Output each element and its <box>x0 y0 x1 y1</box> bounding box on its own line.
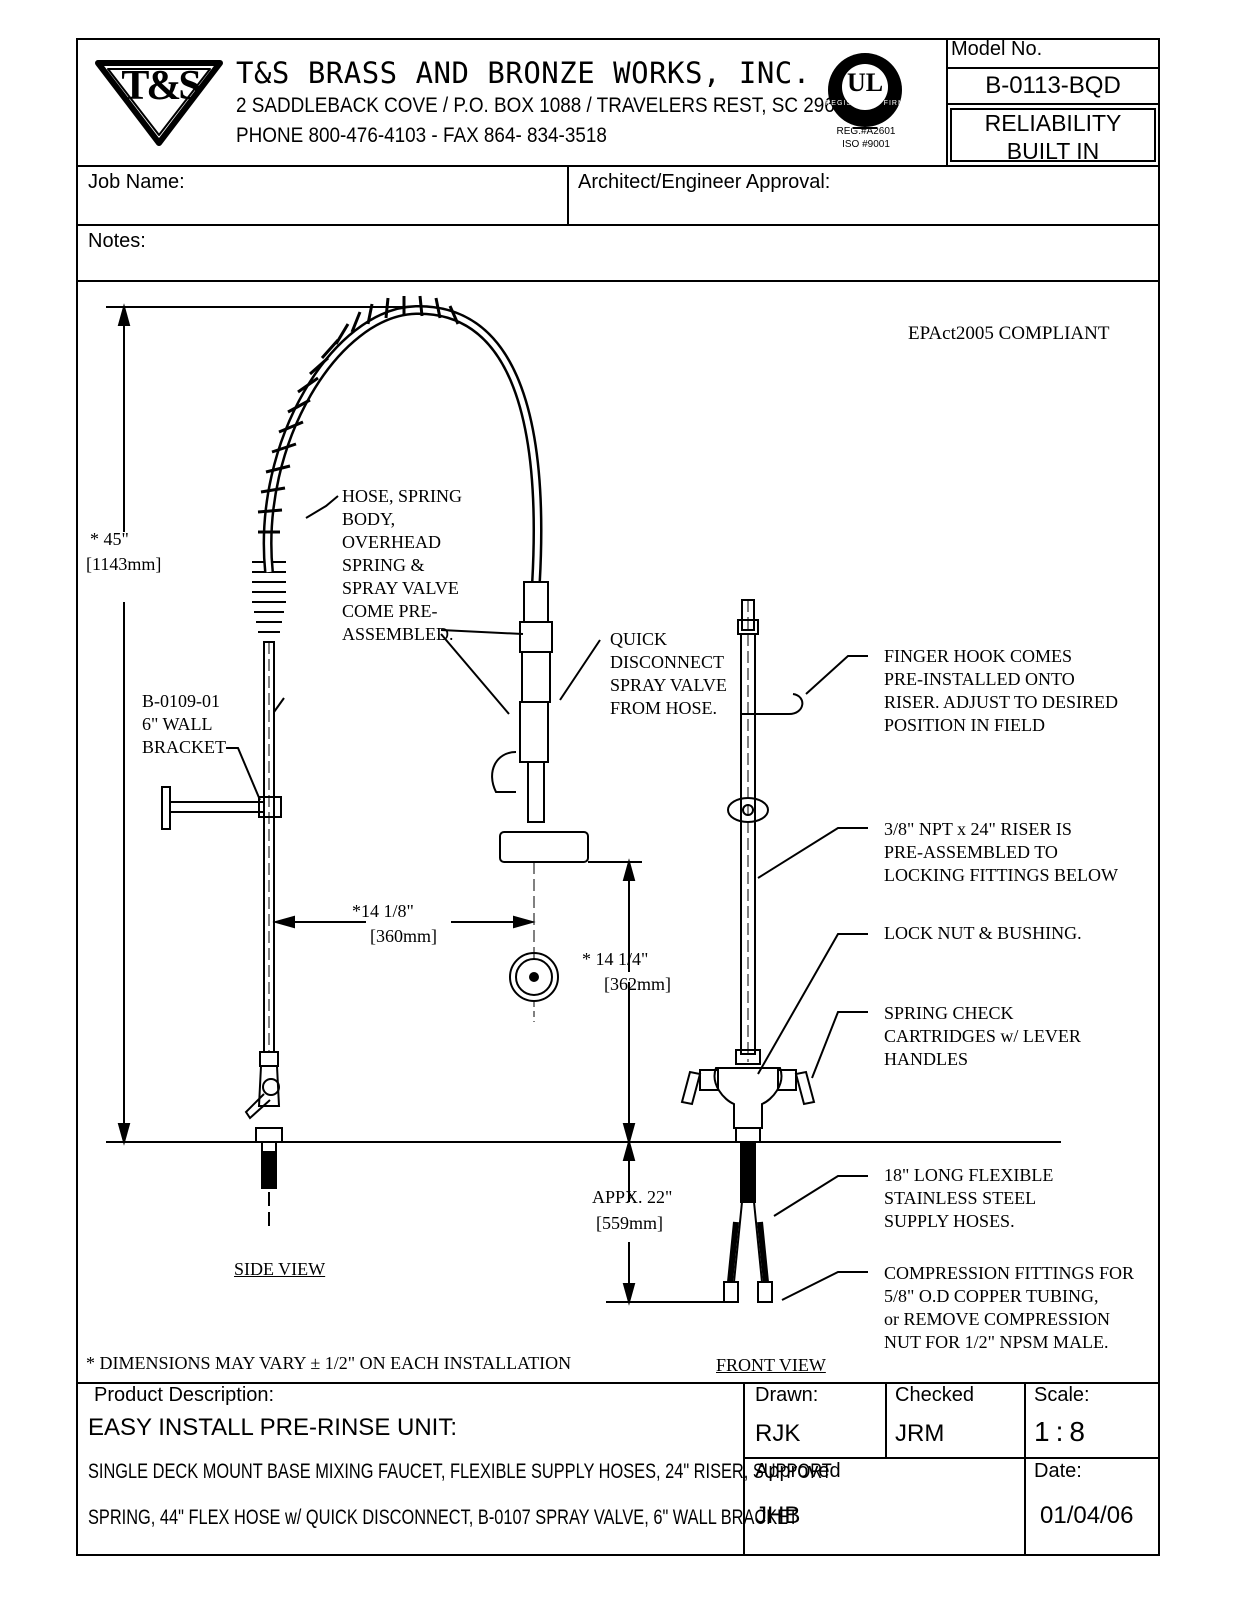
front-view-label: FRONT VIEW <box>716 1355 826 1375</box>
slogan-line2: BUILT IN <box>1006 138 1100 164</box>
compliance-text: EPAct2005 COMPLIANT <box>908 323 1110 344</box>
approved-label: Approved <box>755 1460 841 1482</box>
company-name: T&S BRASS AND BRONZE WORKS, INC. <box>236 56 811 90</box>
slogan-box <box>950 108 1156 162</box>
product-title: EASY INSTALL PRE-RINSE UNIT: <box>88 1414 457 1441</box>
scale-value: 1:8 <box>1034 1416 1091 1447</box>
faucet-drawing <box>106 295 1061 1306</box>
note-compression-fittings: COMPRESSION FITTINGS FOR 5/8" O.D COPPER… <box>884 1263 1135 1352</box>
note-hose-assembly: HOSE, SPRING BODY, OVERHEAD SPRING & SPR… <box>342 486 463 644</box>
dimensions-note: * DIMENSIONS MAY VARY ± 1/2" ON EACH INS… <box>86 1353 572 1373</box>
side-view-label: SIDE VIEW <box>234 1259 326 1279</box>
model-divider <box>946 38 948 166</box>
footer-row-divider <box>743 1457 1160 1459</box>
product-description-label: Product Description: <box>94 1384 275 1406</box>
note-lock-nut: LOCK NUT & BUSHING. <box>884 923 1082 943</box>
below-deck-dimension-mm: [559mm] <box>596 1213 663 1233</box>
notes-row-divider <box>76 280 1160 282</box>
ul-icon <box>828 53 902 129</box>
approved-value: JHB <box>755 1502 801 1529</box>
note-spring-check: SPRING CHECK CARTRIDGES w/ LEVER HANDLES <box>884 1003 1081 1069</box>
note-supply-hoses: 18" LONG FLEXIBLE STAINLESS STEEL SUPPLY… <box>884 1165 1054 1231</box>
checked-label: Checked <box>895 1384 974 1406</box>
note-quick-disconnect: QUICK DISCONNECT SPRAY VALVE FROM HOSE. <box>610 629 727 718</box>
iso-number: ISO #9001 <box>842 139 890 150</box>
reach-dimension: *14 1/8" <box>352 901 414 921</box>
model-value-divider <box>946 103 1160 105</box>
height-dimension-mm: [1143mm] <box>86 554 162 574</box>
clearance-dimension-mm: [362mm] <box>604 974 671 994</box>
job-col-divider <box>567 165 569 225</box>
sheet-frame <box>76 38 1160 1556</box>
model-label-divider <box>946 67 1160 69</box>
date-label: Date: <box>1034 1460 1082 1482</box>
drawn-value: RJK <box>755 1420 801 1447</box>
clearance-dimension: * 14 1/4" <box>582 949 649 969</box>
company-phone-fax: PHONE 800-476-4103 - FAX 864- 834-3518 <box>236 124 607 147</box>
height-dimension: * 45" <box>90 529 129 549</box>
job-row-divider <box>76 224 1160 226</box>
company-address: 2 SADDLEBACK COVE / P.O. BOX 1088 / TRAV… <box>236 94 856 117</box>
footer-divider <box>76 1382 1160 1384</box>
product-line-2: SPRING, 44" FLEX HOSE w/ QUICK DISCONNEC… <box>88 1506 799 1529</box>
logo-text: T&S <box>121 63 201 109</box>
note-riser: 3/8" NPT x 24" RISER IS PRE-ASSEMBLED TO… <box>884 819 1118 885</box>
note-wall-bracket: B-0109-01 6" WALL BRACKET <box>142 691 227 757</box>
approval-label: Architect/Engineer Approval: <box>578 171 831 193</box>
footer-col-divider-3 <box>1024 1382 1026 1556</box>
product-line-1: SINGLE DECK MOUNT BASE MIXING FAUCET, FL… <box>88 1460 832 1483</box>
reg-number: REG.#A2601 <box>836 126 896 137</box>
footer-col-divider-1 <box>743 1382 745 1556</box>
header-divider <box>76 165 1160 167</box>
slogan-line1: RELIABILITY <box>984 110 1122 136</box>
job-name-label: Job Name: <box>88 171 185 193</box>
reach-dimension-mm: [360mm] <box>370 926 437 946</box>
date-value: 01/04/06 <box>1040 1502 1134 1529</box>
below-deck-dimension: APPX. 22" <box>592 1187 673 1207</box>
model-number: B-0113-BQD <box>985 72 1121 99</box>
scale-label: Scale: <box>1034 1384 1090 1406</box>
note-finger-hook: FINGER HOOK COMES PRE-INSTALLED ONTO RIS… <box>884 646 1119 735</box>
drawn-label: Drawn: <box>755 1384 819 1406</box>
ul-mark: UL <box>846 68 884 97</box>
ul-ring-text: REGISTERED FIRM <box>825 100 905 107</box>
ts-logo <box>95 60 223 146</box>
checked-value: JRM <box>895 1420 945 1447</box>
footer-col-divider-2 <box>885 1382 887 1458</box>
notes-label: Notes: <box>88 230 146 252</box>
model-label: Model No. <box>951 38 1043 60</box>
